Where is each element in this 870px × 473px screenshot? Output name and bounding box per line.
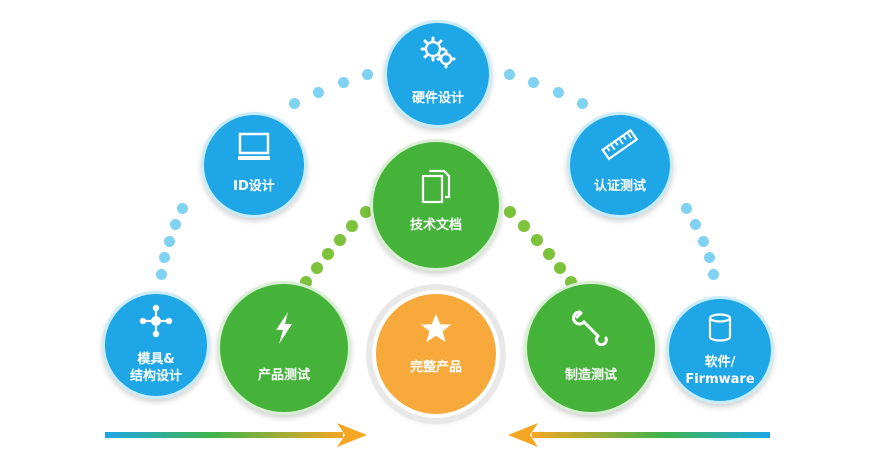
node-label: 硬件设计 — [411, 91, 464, 106]
connector-dot — [707, 268, 719, 280]
connector-dot — [697, 235, 709, 247]
node-label-line1: 软件/ — [704, 355, 736, 370]
connector-dot — [360, 206, 372, 218]
node-manufacturing-test: 制造测试 — [524, 281, 658, 415]
database-icon — [669, 313, 771, 343]
lightning-icon — [220, 310, 348, 346]
node-label-line1: 模具& — [137, 352, 175, 367]
node-hardware-design: 硬件设计 — [384, 20, 492, 128]
connector-dot — [552, 86, 564, 98]
left-progress-arrow — [105, 423, 367, 447]
connector-dot — [311, 262, 323, 274]
connector-dot — [543, 248, 555, 260]
connector-dot — [689, 218, 701, 230]
node-label: 产品测试 — [257, 368, 310, 383]
node-label: 认证测试 — [593, 179, 646, 194]
connector-dot — [334, 234, 346, 246]
connector-dot — [176, 202, 188, 214]
connector-dot — [361, 68, 373, 80]
connector-dot — [322, 248, 334, 260]
connector-dot — [527, 76, 539, 88]
connector-dot — [703, 251, 715, 263]
connector-dot — [554, 262, 566, 274]
connector-dot — [312, 86, 324, 98]
connector-dot — [504, 206, 516, 218]
documents-icon — [373, 168, 499, 206]
connector-dot — [531, 234, 543, 246]
node-label-line2: 结构设计 — [129, 369, 182, 384]
connector-dot — [169, 218, 181, 230]
wrench-icon — [527, 308, 655, 346]
connector-dot — [288, 97, 300, 109]
node-technical-docs: 技术文档 — [370, 139, 502, 271]
node-id-design: ID设计 — [201, 112, 307, 218]
node-software-firmware: 软件/ Firmware — [666, 296, 774, 404]
connector-dot — [576, 97, 588, 109]
connector-dot — [337, 76, 349, 88]
connector-dot — [158, 251, 170, 263]
node-label: 完整产品 — [409, 360, 462, 375]
node-certification-test: 认证测试 — [567, 112, 673, 218]
connector-dot — [518, 220, 530, 232]
star-icon — [376, 312, 496, 346]
connector-dot — [346, 220, 358, 232]
monitor-icon — [204, 132, 304, 162]
node-label-line2: Firmware — [685, 372, 755, 387]
node-mold-structure-design: 模具& 结构设计 — [102, 291, 210, 399]
right-progress-arrow — [508, 423, 770, 447]
connector-dot — [503, 68, 515, 80]
ruler-icon — [570, 127, 670, 163]
node-product-test: 产品测试 — [217, 281, 351, 415]
gears-icon — [387, 35, 489, 71]
node-label: 技术文档 — [409, 218, 462, 233]
node-label: 制造测试 — [564, 368, 617, 383]
node-label: ID设计 — [233, 179, 275, 194]
node-complete-product: 完整产品 — [372, 290, 500, 418]
connector-dot — [163, 235, 175, 247]
connector-dot — [680, 202, 692, 214]
connector-dot — [155, 268, 167, 280]
network-icon — [105, 304, 207, 338]
